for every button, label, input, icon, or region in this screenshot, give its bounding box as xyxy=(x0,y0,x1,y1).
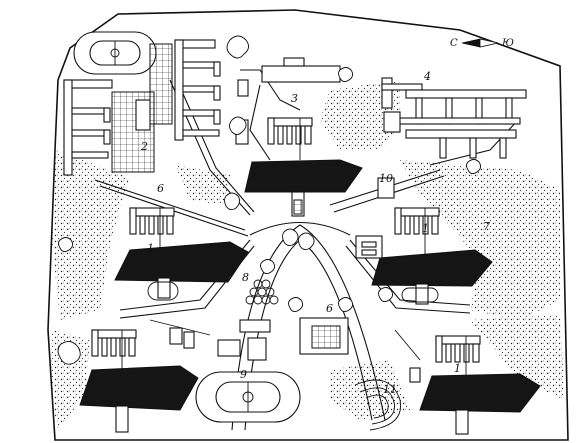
label-9: 9 xyxy=(240,368,247,381)
central-facilities xyxy=(169,177,421,383)
block-east xyxy=(371,207,493,305)
block-center-north xyxy=(244,117,363,217)
labels: 1 2 3 4 6 7 8 6 9 10 11 1 1 xyxy=(140,70,490,396)
school-complex-2 xyxy=(63,39,221,176)
label-11: 11 xyxy=(383,383,397,396)
label-3: 3 xyxy=(291,92,298,105)
label-10: 10 xyxy=(379,172,393,185)
sports-ground-north xyxy=(73,31,157,75)
block-southwest xyxy=(79,329,199,433)
green-zones xyxy=(50,80,565,430)
compass-north-letter: С xyxy=(450,38,458,49)
trees xyxy=(57,35,482,365)
label-8: 8 xyxy=(242,271,249,284)
play-area-8 xyxy=(245,279,279,305)
track-11 xyxy=(354,379,402,431)
stadium-9 xyxy=(195,371,301,423)
label-4: 4 xyxy=(423,70,431,83)
label-6-center: 6 xyxy=(326,302,333,315)
compass-south-letter: Ю xyxy=(501,38,514,49)
block-west xyxy=(114,207,249,301)
block-southeast xyxy=(419,335,541,435)
complex-4 xyxy=(381,77,527,159)
site-boundary xyxy=(47,9,569,441)
label-6-west: 6 xyxy=(157,182,164,195)
label-1-east: 1 xyxy=(422,222,429,235)
label-7: 7 xyxy=(483,220,490,233)
compass: С Ю xyxy=(450,38,514,49)
label-1-west: 1 xyxy=(147,242,154,255)
label-2: 2 xyxy=(140,140,148,153)
label-1-southeast: 1 xyxy=(454,362,461,375)
